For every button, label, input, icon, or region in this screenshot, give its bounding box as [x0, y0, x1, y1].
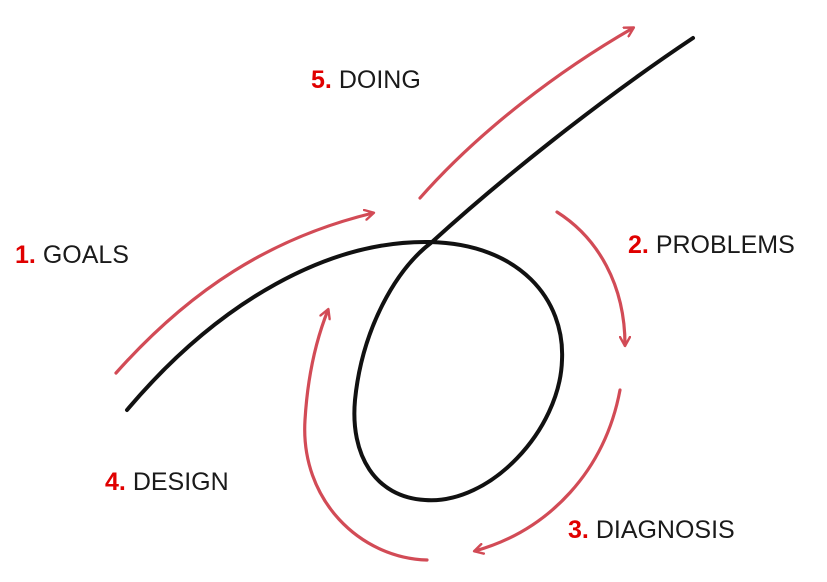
arrow-doing: [418, 28, 633, 200]
step-label-diagnosis: 3. DIAGNOSIS: [568, 518, 735, 543]
step-text-diagnosis: DIAGNOSIS: [595, 516, 735, 544]
step-label-doing: 5. DOING: [311, 68, 421, 93]
loop-curve: [125, 36, 695, 503]
step-label-goals: 1. GOALS: [15, 243, 129, 268]
step-number-problems: 2.: [628, 231, 649, 259]
step-number-diagnosis: 3.: [568, 516, 589, 544]
step-text-design: DESIGN: [132, 468, 229, 496]
step-number-doing: 5.: [311, 66, 332, 94]
step-text-goals: GOALS: [42, 241, 129, 269]
arrow-goals: [114, 213, 373, 375]
step-text-doing: DOING: [338, 66, 421, 94]
step-number-goals: 1.: [15, 241, 36, 269]
step-label-problems: 2. PROBLEMS: [628, 233, 795, 258]
step-label-design: 4. DESIGN: [105, 470, 229, 495]
arrow-design: [303, 310, 429, 562]
step-number-design: 4.: [105, 468, 126, 496]
arrow-problems: [555, 210, 625, 345]
step-text-problems: PROBLEMS: [655, 231, 795, 259]
arrow-diagnosis: [475, 388, 622, 551]
